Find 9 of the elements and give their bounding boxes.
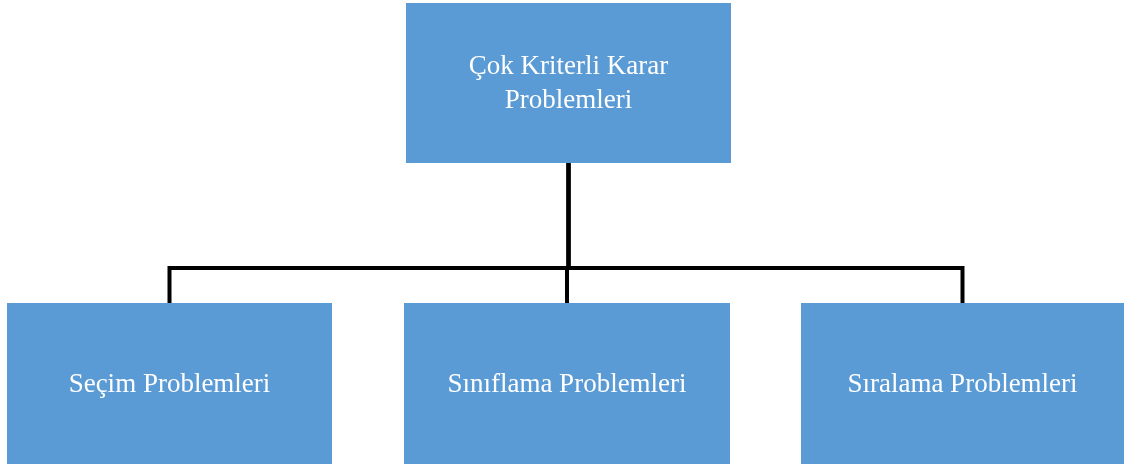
box-label: Sıralama Problemleri: [847, 366, 1078, 400]
box-label: Çok Kriterli Karar Problemleri: [467, 49, 670, 116]
connector-line: [566, 163, 965, 303]
category-box: [404, 303, 730, 464]
category-box: [801, 303, 1124, 464]
box-label: Seçim Problemleri: [68, 366, 271, 400]
category-box: [406, 3, 731, 163]
category-box: [7, 303, 332, 464]
box-label: Sınıflama Problemleri: [447, 366, 687, 400]
